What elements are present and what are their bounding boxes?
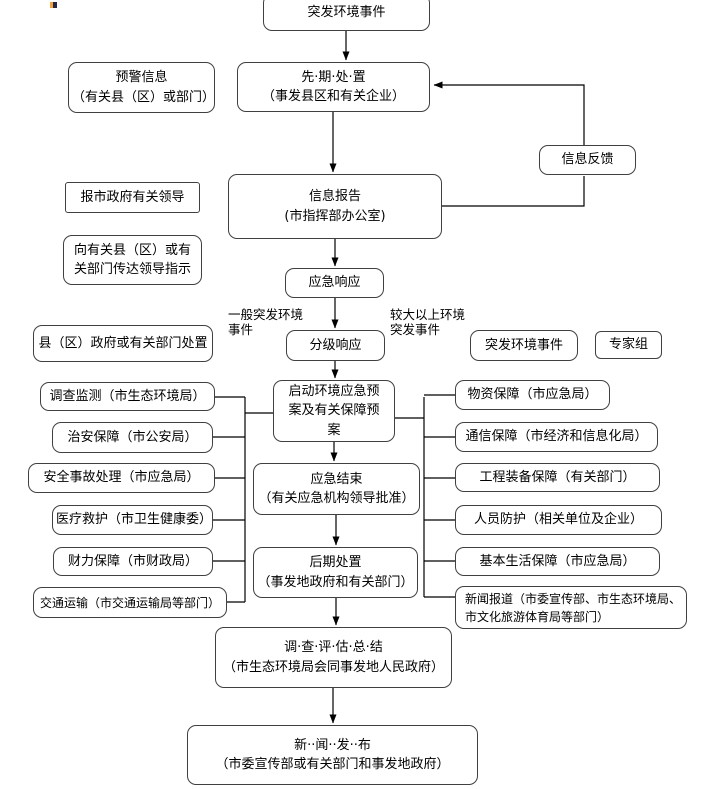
node-left-security: 治安保障（市公安局） (52, 422, 213, 453)
node-report-leaders: 报市政府有关领导 (65, 182, 200, 213)
node-emergency-response: 应急响应 (285, 268, 384, 298)
node-right-news-report: 新闻报道（市委宣传部、市生态环境局、 市文化旅游体育局等部门） (455, 586, 687, 629)
node-convey-instructions: 向有关县（区）或有 关部门传达领导指示 (63, 235, 202, 285)
label-general-incident: 一般突发环境 事件 (228, 307, 304, 337)
node-left-medical-rescue: 医疗救护（市卫生健康委） (52, 505, 213, 535)
node-incident-top: 突发环境事件 (263, 0, 430, 31)
node-investigation-evaluation: 调·查·评·估·总·结 （市生态环境局会同事发地人民政府） (215, 627, 452, 688)
node-left-investigation-monitoring: 调查监测（市生态环境局） (40, 382, 215, 411)
node-incident-mid: 突发环境事件 (470, 330, 578, 361)
node-info-report: 信息报告 (市指挥部办公室) (228, 174, 442, 239)
node-right-material-support: 物资保障（市应急局） (455, 380, 610, 410)
node-right-basic-living-support: 基本生活保障（市应急局） (455, 547, 660, 576)
node-left-accident-handling: 安全事故处理（市应急局） (28, 463, 215, 493)
node-left-financial-support: 财力保障（市财政局） (53, 547, 213, 576)
node-start-plan: 启动环境应急预 案及有关保障预 案 (273, 380, 395, 442)
node-news-release: 新··闻··发··布 （市委宣传部或有关部门和事发地政府） (187, 725, 478, 785)
node-post-disposal: 后期处置 （事发地政府和有关部门） (253, 547, 418, 598)
anchor-mark-dark (53, 2, 57, 8)
node-right-personnel-protection: 人员防护（相关单位及企业） (455, 505, 662, 535)
node-right-communication-support: 通信保障（市经济和信息化局） (455, 422, 658, 452)
node-initial-disposal: 先·期·处·置 （事发县区和有关企业） (237, 62, 430, 112)
node-emergency-end: 应急结束 （有关应急机构领导批准） (253, 463, 420, 515)
main-flow-arrows (329, 31, 350, 724)
node-left-transportation: 交通运输（市交通运输局等部门） (33, 587, 227, 618)
node-graded-response: 分级响应 (286, 330, 385, 361)
node-right-equipment-support: 工程装备保障（有关部门） (455, 463, 660, 492)
node-county-disposal: 县（区）政府或有关部门处置 (33, 325, 213, 362)
node-early-warning: 预警信息 （有关县（区）或部门） (68, 62, 215, 113)
node-info-feedback: 信息反馈 (539, 145, 636, 175)
node-expert-group: 专家组 (595, 331, 662, 359)
anchor-mark (50, 2, 57, 8)
anchor-mark-orange (50, 2, 53, 8)
label-major-incident: 较大以上环境 突发事件 (390, 307, 466, 337)
